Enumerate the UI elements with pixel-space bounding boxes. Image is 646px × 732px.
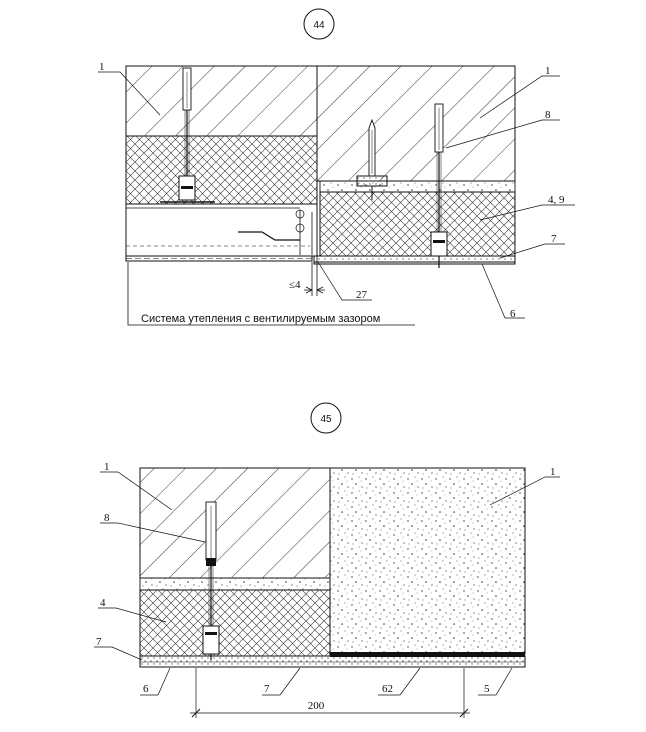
- detail-44: 44: [98, 8, 575, 326]
- label-44-1-left: 1: [99, 61, 105, 73]
- right-wall-masonry: [316, 65, 516, 182]
- detail-45-number-circle: [310, 402, 342, 434]
- detail-45: 45 1 1 8 4: [94, 402, 560, 718]
- left-wall-masonry-45: [139, 467, 331, 579]
- sealing-strip: [330, 652, 525, 657]
- label-45-1-left: 1: [104, 461, 110, 473]
- label-44-4-9: 4, 9: [548, 194, 565, 206]
- bracket: [238, 231, 300, 241]
- label-45-7-left: 7: [96, 636, 102, 648]
- label-45-6: 6: [143, 683, 149, 695]
- dimension-200: 200: [190, 668, 470, 718]
- label-45-1-right: 1: [550, 466, 556, 478]
- dimension-200-label: 200: [308, 700, 325, 712]
- left-insulation: [125, 135, 318, 205]
- label-44-27: 27: [356, 289, 368, 301]
- left-insulation-45: [139, 589, 331, 657]
- left-anchor: [160, 67, 215, 203]
- base-coat: [313, 255, 516, 265]
- right-anchor: [430, 103, 448, 268]
- label-44-1-right: 1: [545, 65, 551, 77]
- label-45-8: 8: [104, 512, 110, 524]
- detail-44-number: 44: [313, 20, 325, 31]
- concrete-block: [329, 467, 526, 655]
- detail-44-number-circle: [303, 8, 335, 40]
- label-45-4: 4: [100, 597, 106, 609]
- ventilated-gap: [125, 203, 318, 257]
- label-44-8: 8: [545, 109, 551, 121]
- label-45-5: 5: [484, 683, 490, 695]
- base-layer-45: [139, 655, 526, 668]
- plaster-layer-45: [139, 577, 331, 591]
- label-44-6: 6: [510, 308, 516, 320]
- label-45-7-bottom: 7: [264, 683, 270, 695]
- sealant-joint: [356, 175, 388, 187]
- label-44-gap: ≤4: [289, 279, 301, 291]
- system-caption-leader: [127, 262, 415, 326]
- system-caption: Система утепления с вентилируемым зазоро…: [141, 313, 380, 325]
- plaster-layer: [319, 180, 516, 193]
- left-wall-masonry: [125, 65, 318, 137]
- anchor-45: [202, 501, 220, 660]
- label-44-7: 7: [551, 233, 557, 245]
- detail-45-number: 45: [320, 414, 332, 425]
- label-45-62: 62: [382, 683, 393, 695]
- right-insulation: [319, 191, 516, 257]
